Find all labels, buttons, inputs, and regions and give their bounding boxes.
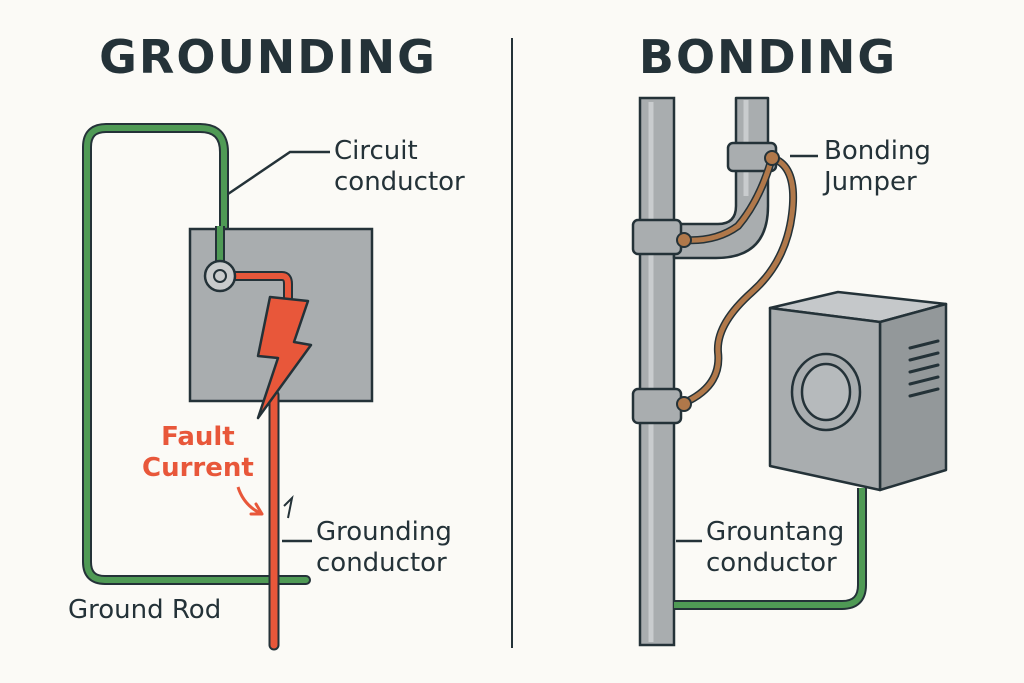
- pipe-clamp-lower: [631, 387, 683, 425]
- ground-rod-label: Ground Rod: [68, 595, 222, 625]
- circuit-conductor-label: Circuit conductor: [334, 136, 465, 197]
- vent-slots: [908, 339, 940, 398]
- grounding-conductor-label: Grounding conductor: [316, 517, 452, 578]
- fault-current-label: Fault Current: [142, 422, 254, 483]
- bonding-grounding-conductor-label: Grountang conductor: [706, 517, 845, 578]
- meter-box-side: [878, 302, 948, 492]
- pipe-clamp-upper: [631, 218, 683, 256]
- bonding-jumper-label: Bonding Jumper: [824, 136, 931, 197]
- vertical-pipe: [638, 96, 676, 647]
- fault-bolt-icon: [256, 295, 313, 420]
- bonding-title: BONDING: [638, 30, 898, 84]
- grounding-title: GROUNDING: [99, 30, 437, 84]
- circuit-conductor-leader: [227, 150, 330, 196]
